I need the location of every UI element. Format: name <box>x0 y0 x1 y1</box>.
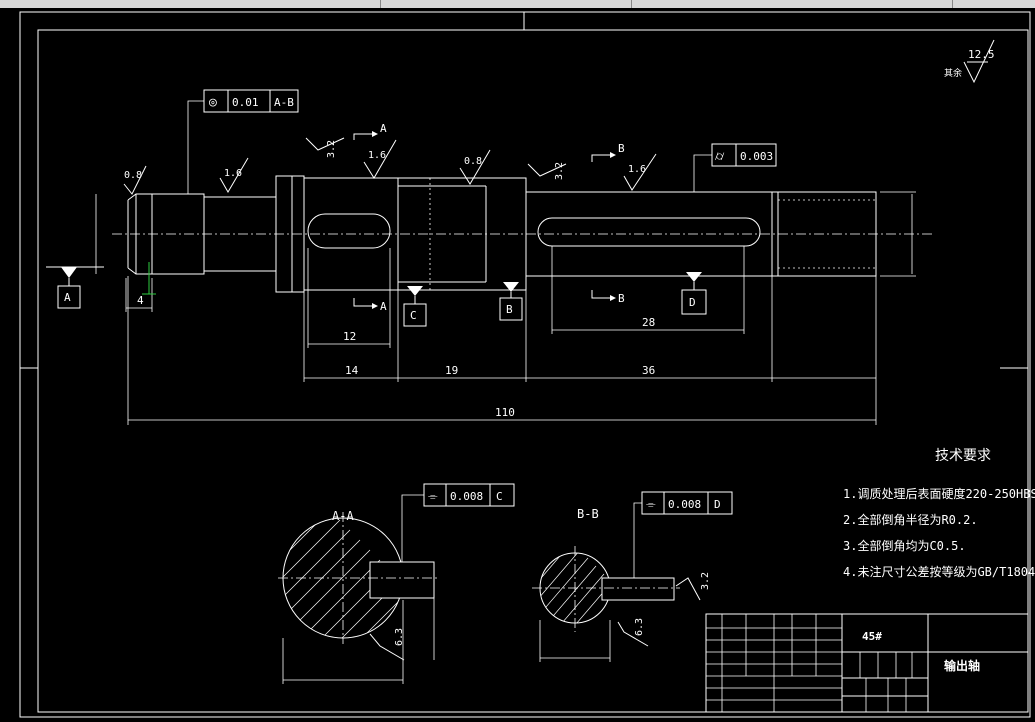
dim-12: 12 <box>343 330 356 343</box>
svg-text:B: B <box>618 292 625 305</box>
gdt-frame-cylindricity: ⌭ 0.003 <box>693 143 777 192</box>
svg-text:0.8: 0.8 <box>464 156 482 167</box>
roughness-symbol: 0.8 <box>123 165 147 195</box>
application-toolbar-strip <box>0 0 1035 8</box>
section-view-b-b: B-B <box>532 507 680 662</box>
svg-text:C: C <box>496 490 503 503</box>
svg-text:3.2: 3.2 <box>700 572 711 590</box>
svg-text:⌭: ⌭ <box>715 149 725 164</box>
roughness-symbol: 0.8 <box>459 149 491 185</box>
main-dimensions: 110 14 19 36 12 28 4 <box>95 186 916 425</box>
svg-text:0.003: 0.003 <box>740 150 773 163</box>
gdt-frame-symmetry-d: ⌯ 0.008 D <box>633 491 733 578</box>
tech-item-2: 2.全部倒角半径为R0.2. <box>843 512 978 527</box>
toolbar-segment <box>0 0 381 8</box>
section-marker-b-bottom: B <box>591 290 625 305</box>
roughness-symbol: 3.2 <box>527 162 567 180</box>
dim-36: 36 <box>642 364 655 377</box>
tech-item-3: 3.全部倒角均为C0.5. <box>843 538 966 553</box>
section-marker-a-top: A <box>353 122 387 140</box>
dim-110: 110 <box>495 406 515 419</box>
datum-b: B <box>499 282 523 321</box>
svg-text:1.6: 1.6 <box>224 168 242 179</box>
sheet-inner-border <box>37 29 1029 713</box>
svg-text:3.2: 3.2 <box>326 140 337 158</box>
datum-d: D <box>681 272 707 315</box>
section-view-a-a: A-A <box>278 509 440 684</box>
roughness-symbol: 1.6 <box>623 153 657 191</box>
roughness-symbol: 1.6 <box>219 157 249 193</box>
svg-text:0.008: 0.008 <box>668 498 701 511</box>
roughness-symbol: 6.3 <box>369 628 405 661</box>
svg-text:◎: ◎ <box>209 95 217 110</box>
keyway-b <box>537 217 761 247</box>
section-marker-b-top: B <box>591 142 625 162</box>
svg-text:A: A <box>380 122 387 135</box>
tech-item-1: 1.调质处理后表面硬度220-250HBS. <box>843 486 1035 501</box>
dim-4: 4 <box>137 294 144 307</box>
technical-requirements: 技术要求 1.调质处理后表面硬度220-250HBS. 2.全部倒角半径为R0.… <box>843 448 1035 579</box>
svg-text:A-B: A-B <box>274 96 294 109</box>
datum-a: A <box>46 266 104 309</box>
snap-marker <box>142 262 156 295</box>
dim-28: 28 <box>642 316 655 329</box>
roughness-symbol: 6.3 <box>617 618 649 647</box>
svg-text:0.008: 0.008 <box>450 490 483 503</box>
svg-text:D: D <box>689 296 696 309</box>
material-label: 45# <box>862 630 882 643</box>
svg-text:B: B <box>506 303 513 316</box>
svg-text:⌯: ⌯ <box>428 489 438 503</box>
svg-text:⌯: ⌯ <box>646 497 656 511</box>
sheet-outer-border <box>19 11 1031 718</box>
general-roughness-symbol: 其余 12.5 <box>944 39 995 84</box>
keyway-a <box>307 213 391 249</box>
gdt-frame-symmetry-c: ⌯ 0.008 C <box>401 483 515 570</box>
tech-title: 技术要求 <box>935 448 991 464</box>
section-title-b-b: B-B <box>577 507 599 521</box>
part-name: 输出轴 <box>944 658 980 673</box>
svg-text:1.6: 1.6 <box>368 150 386 161</box>
svg-text:C: C <box>410 309 417 322</box>
datum-c: C <box>403 286 427 327</box>
svg-text:6.3: 6.3 <box>634 618 645 636</box>
svg-text:0.8: 0.8 <box>124 170 142 181</box>
toolbar-segment <box>632 0 953 8</box>
roughness-symbol: 1.6 <box>363 139 397 179</box>
svg-text:6.3: 6.3 <box>394 628 405 646</box>
svg-text:1.6: 1.6 <box>628 164 646 175</box>
roughness-value: 12.5 <box>968 48 995 61</box>
toolbar-segment <box>381 0 632 8</box>
svg-text:D: D <box>714 498 721 511</box>
svg-text:3.2: 3.2 <box>554 162 565 180</box>
roughness-symbol: 3.2 <box>675 572 711 601</box>
dim-19: 19 <box>445 364 458 377</box>
svg-text:A: A <box>64 291 71 304</box>
roughness-label: 其余 <box>944 67 962 79</box>
roughness-symbol: 3.2 <box>305 137 345 158</box>
dim-14: 14 <box>345 364 359 377</box>
svg-text:0.01: 0.01 <box>232 96 259 109</box>
title-block: 45# 输出轴 <box>705 613 1029 713</box>
section-marker-a-bottom: A <box>353 298 387 313</box>
shaft-main-view <box>112 175 935 293</box>
tech-item-4: 4.未注尺寸公差按等级为GB/T1804-m <box>843 564 1035 579</box>
gdt-frame-runout: ◎ 0.01 A-B <box>187 89 299 194</box>
svg-text:A: A <box>380 300 387 313</box>
svg-text:B: B <box>618 142 625 155</box>
